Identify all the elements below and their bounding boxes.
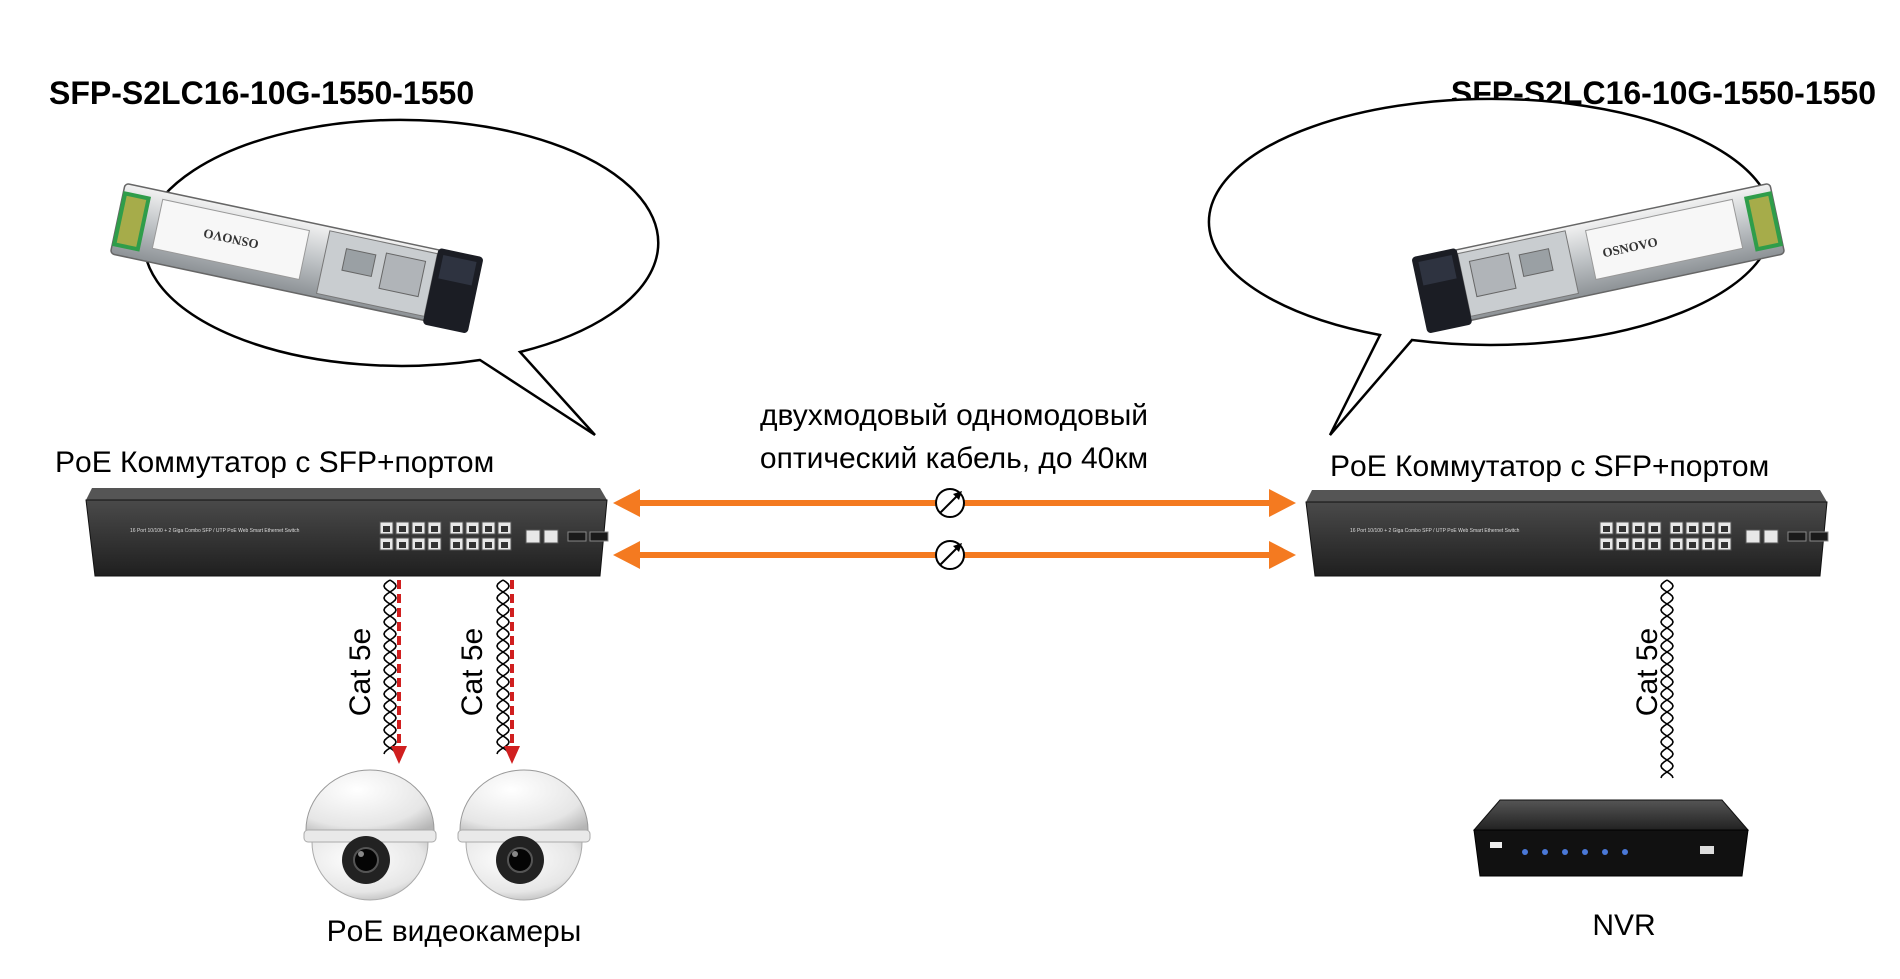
combo-rj45-port (1745, 529, 1761, 544)
right-poe-switch: 16 Port 10/100 + 2 Giga Combo SFP / UTP … (1305, 490, 1829, 577)
right-sfp-module: OSNOVO (1412, 183, 1785, 333)
poe-arrow-1 (391, 580, 407, 764)
left-sfp-label (151, 198, 311, 281)
nvr-front-leds (1522, 849, 1628, 855)
fiber-icon (935, 488, 965, 518)
nvr-label: NVR (1592, 909, 1655, 942)
fiber-label-line1: двухмодовый одномодовый (760, 399, 1148, 432)
cable-wire (496, 579, 510, 755)
sfp-port (589, 531, 609, 542)
fiber-link-2 (613, 540, 1296, 570)
cat5e-cable-left-1 (383, 579, 397, 755)
fiber-icon (935, 540, 965, 570)
combo-rj45-port (543, 529, 559, 544)
combo-rj45-port (1763, 529, 1779, 544)
sfp-port (567, 531, 587, 542)
cat5e-label-right: Cat 5e (1631, 628, 1664, 716)
arrowhead-right (1269, 489, 1296, 517)
combo-rj45-port (525, 529, 541, 544)
arrowhead-right (1269, 541, 1296, 569)
cat5e-label-left-2: Cat 5e (456, 628, 489, 716)
cable-wire (383, 579, 397, 755)
right-sfp-label (1584, 198, 1744, 281)
nvr-device (1472, 799, 1750, 877)
left-switch-caption: 16 Port 10/100 + 2 Giga Combo SFP / UTP … (130, 528, 300, 534)
dome-camera-1 (303, 769, 437, 901)
cat5e-cable-right (1660, 579, 1674, 779)
left-sfp-module: OSNOVO (110, 183, 483, 333)
left-poe-switch: 16 Port 10/100 + 2 Giga Combo SFP / UTP … (85, 488, 609, 577)
cat5e-label-left-1: Cat 5e (344, 628, 377, 716)
right-switch-label: PoE Коммутатор с SFP+портом (1330, 450, 1769, 483)
sfp-port (1809, 531, 1829, 542)
cameras-label: PoE видеокамеры (327, 915, 582, 948)
sfp-port (1787, 531, 1807, 542)
left-switch-ports (379, 521, 609, 551)
cat5e-cable-left-2 (496, 579, 510, 755)
cable-wire (383, 579, 397, 755)
arrowhead-left (613, 489, 640, 517)
fiber-label-line2: оптический кабель, до 40км (760, 442, 1148, 475)
dome-camera-2 (457, 769, 591, 901)
left-module-title: SFP-S2LC16-10G-1550-1550 (49, 75, 474, 111)
fiber-link-1 (613, 488, 1296, 518)
right-switch-ports (1599, 521, 1829, 551)
right-switch-caption: 16 Port 10/100 + 2 Giga Combo SFP / UTP … (1350, 528, 1520, 534)
poe-arrow-2 (504, 580, 520, 764)
cable-wire (1660, 579, 1674, 779)
cable-wire (1660, 579, 1674, 779)
arrowhead-left (613, 541, 640, 569)
cable-wire (496, 579, 510, 755)
left-switch-label: PoE Коммутатор с SFP+портом (55, 446, 494, 479)
